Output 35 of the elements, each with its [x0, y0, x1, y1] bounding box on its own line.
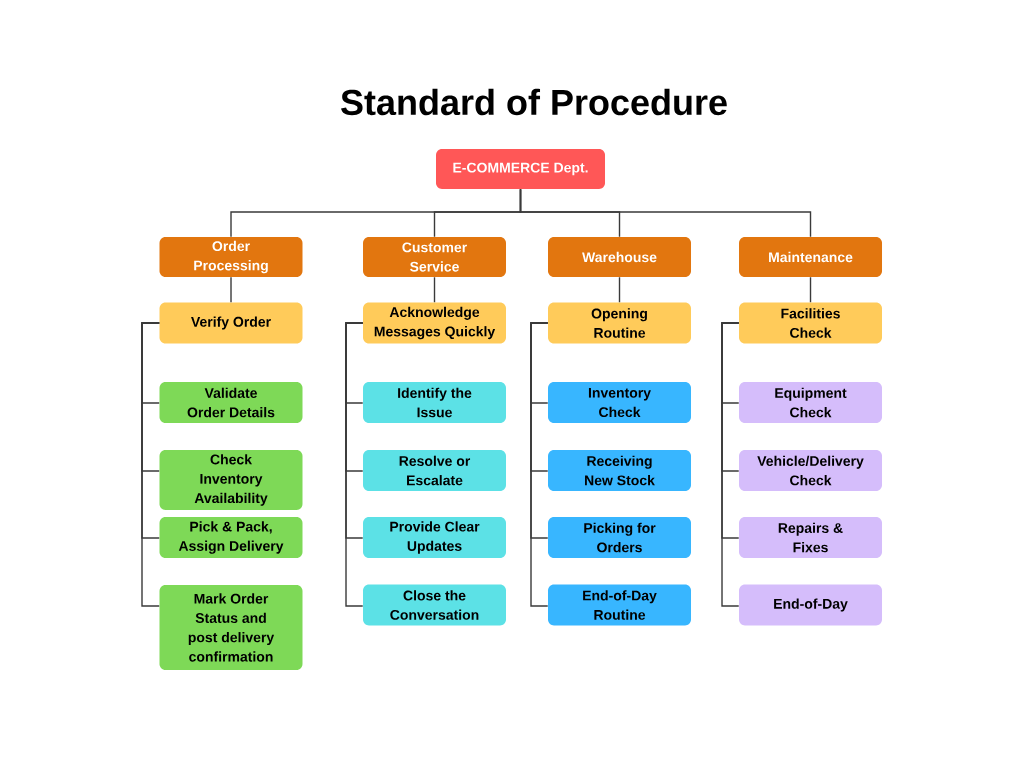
task-box: Receiving New Stock [548, 450, 691, 491]
task-box: Pick & Pack, Assign Delivery [159, 517, 303, 558]
step-box: Facilities Check [739, 302, 882, 344]
step-box: Acknowledge Messages Quickly [363, 302, 506, 344]
task-box: Equipment Check [739, 382, 882, 423]
category-box: Order Processing [159, 237, 303, 277]
connector-line [618, 276, 621, 303]
task-box: Identify the Issue [363, 382, 506, 423]
category-box: Customer Service [363, 237, 506, 277]
task-box: Check Inventory Availability [159, 450, 303, 510]
connector-line [141, 322, 160, 607]
task-box: End-of-Day [739, 584, 882, 626]
task-box: Close the Conversation [363, 584, 506, 626]
task-box: End-of-Day Routine [548, 584, 691, 626]
connector-line [721, 322, 740, 607]
step-box: Verify Order [159, 302, 303, 344]
connector-line [433, 276, 436, 303]
category-box: Maintenance [739, 237, 882, 277]
task-box: Repairs & Fixes [739, 517, 882, 558]
task-box: Vehicle/Delivery Check [739, 450, 882, 491]
connector-line [809, 276, 812, 303]
category-box: Warehouse [548, 237, 691, 277]
header-box: E-COMMERCE Dept. [436, 149, 605, 189]
task-box: Inventory Check [548, 382, 691, 423]
connector-line [230, 276, 232, 303]
step-box: Opening Routine [548, 302, 691, 344]
task-box: Resolve or Escalate [363, 450, 506, 491]
connector-line [530, 322, 549, 607]
connector-line [519, 188, 812, 238]
connector-line [345, 322, 364, 607]
task-box: Picking for Orders [548, 517, 691, 558]
title: Standard of Procedure [341, 88, 727, 116]
task-box: Mark Order Status and post delivery confirmation [159, 585, 303, 670]
task-box: Provide Clear Updates [363, 517, 506, 558]
task-box: Validate Order Details [159, 382, 303, 423]
